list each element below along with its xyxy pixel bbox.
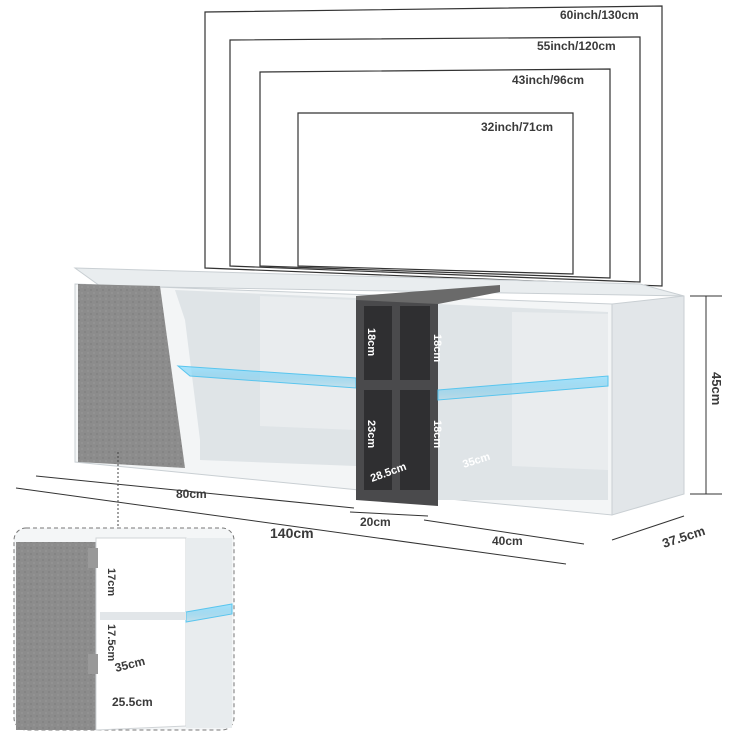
middle-top-gray	[356, 285, 500, 304]
inset-lower-height: 17.5cm	[105, 624, 117, 662]
inset-door	[16, 542, 96, 730]
dim-depth: 37.5cm	[660, 523, 707, 551]
mid-cell-ll	[364, 390, 392, 490]
inset-detail	[13, 527, 235, 731]
dim-mid-lower-left: 23cm	[365, 420, 377, 448]
dim-left-section: 80cm	[176, 487, 207, 501]
inset-side	[186, 538, 232, 728]
tv-label-43: 43inch/96cm	[512, 73, 584, 87]
cabinet-side	[611, 295, 685, 516]
inset-bottom-depth: 25.5cm	[112, 695, 153, 709]
dim-right-section: 40cm	[492, 534, 523, 548]
total-width-line	[15, 487, 567, 565]
right-compartment-back	[512, 312, 608, 470]
middle-section-line	[349, 511, 429, 517]
inset-upper-height: 17cm	[105, 568, 117, 596]
dim-mid-upper-right: 18cm	[431, 334, 443, 362]
tv-outline-32	[297, 112, 574, 275]
left-compartment-back	[260, 296, 356, 430]
inset-shelf	[100, 612, 186, 620]
tv-label-55: 55inch/120cm	[537, 39, 616, 53]
tv-label-60: 60inch/130cm	[560, 8, 639, 22]
mid-cell-lr	[400, 390, 430, 490]
dim-height: 45cm	[709, 372, 724, 405]
right-section-line	[423, 519, 585, 545]
left-section-line	[35, 475, 355, 509]
dim-total-width: 140cm	[270, 525, 314, 541]
concrete-door	[78, 284, 185, 468]
hinge-top-icon	[88, 548, 98, 568]
depth-line	[611, 515, 685, 541]
dim-middle-section: 20cm	[360, 515, 391, 529]
mid-cell-ur	[400, 306, 430, 380]
tv-label-32: 32inch/71cm	[481, 120, 553, 134]
dim-mid-upper-left: 18cm	[365, 328, 377, 356]
right-glass-shelf	[437, 375, 609, 401]
mid-cell-ul	[364, 306, 392, 380]
hinge-bottom-icon	[88, 654, 98, 674]
dim-mid-lower-right: 18cm	[431, 420, 443, 448]
